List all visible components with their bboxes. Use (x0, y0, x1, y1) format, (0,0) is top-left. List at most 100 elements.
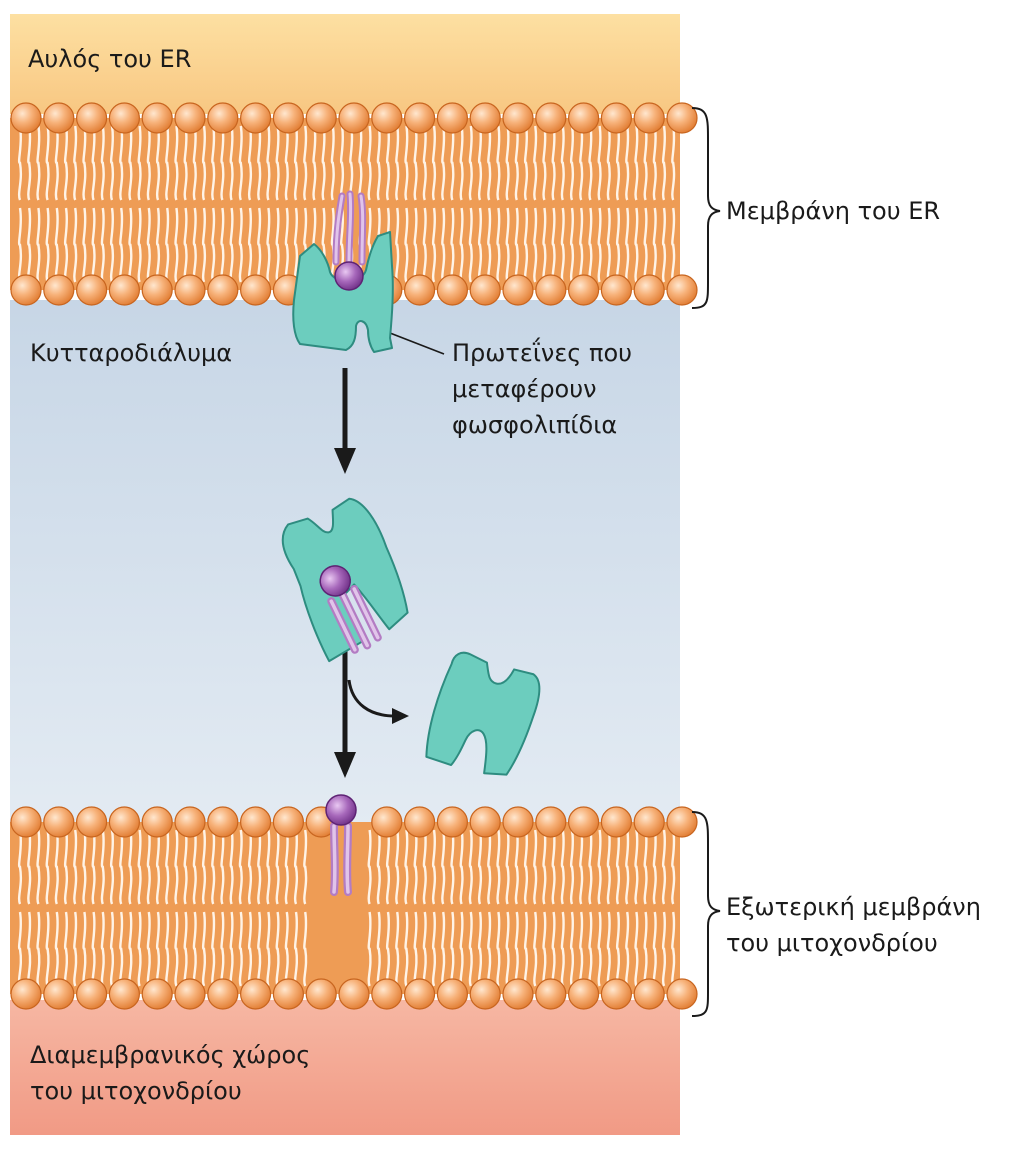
lipid-tail (303, 125, 308, 201)
lipid-tail (45, 911, 50, 987)
lipid-tail (569, 911, 575, 987)
lipid-tail (523, 911, 529, 987)
lipid-head (272, 102, 304, 134)
lipid-tail (238, 829, 243, 905)
lipid-tail (192, 829, 197, 905)
lipid-tail (174, 911, 179, 987)
lipid-tail (385, 125, 391, 201)
lipid-tail (100, 911, 105, 987)
lipid-tail (514, 207, 519, 283)
lipid-tail (293, 207, 299, 283)
lipid-tail (284, 829, 289, 905)
lipid-tail (128, 125, 133, 201)
lipid-tail (36, 911, 41, 987)
lipid-tail (146, 911, 151, 987)
lipid-head (141, 978, 173, 1010)
lipid-tail (183, 911, 188, 987)
lipid-tail (54, 125, 59, 201)
lipid-tail (533, 829, 538, 905)
lipid-head (567, 978, 600, 1010)
arrow-down-icon (334, 368, 356, 474)
lipid-tail (560, 911, 565, 987)
lipid-tail (63, 911, 69, 987)
lipid-tail (54, 207, 59, 283)
lipid-tail (211, 911, 216, 987)
lipid-head (108, 978, 141, 1010)
lipid-tail (431, 207, 437, 283)
lipid-head (633, 806, 665, 838)
lipid-tail (211, 207, 216, 283)
lipid-tail (514, 829, 519, 905)
mito-outer-membrane-bilayer (10, 794, 698, 1010)
lipid-head (10, 978, 42, 1010)
lipid-tail (137, 125, 142, 201)
lipid-tail (238, 911, 243, 987)
lipid-head (371, 978, 403, 1010)
lipid-tail (496, 911, 501, 987)
lipid-tail (109, 125, 115, 201)
lipid-tail (404, 125, 409, 201)
lipid-tail (192, 125, 197, 201)
lipid-tail (431, 125, 437, 201)
lipid-tail (266, 125, 271, 201)
lipid-tail (146, 207, 151, 283)
lipid-tail (45, 207, 50, 283)
lipid-tail (487, 125, 492, 201)
lipid-tail (211, 125, 216, 201)
lipid-head (633, 102, 665, 134)
lipid-head (10, 102, 42, 134)
intermembrane-space-label-line-2: του μιτοχονδρίου (30, 1077, 242, 1105)
intermembrane-space-label-line-1: Διαμεμβρανικός χώρος (30, 1041, 311, 1069)
lipid-tail (137, 829, 142, 905)
lipid-tail (247, 911, 253, 987)
lipid-tail (533, 911, 538, 987)
lipid-tail (625, 829, 630, 905)
lipid-tail (395, 207, 400, 283)
lipid-tail (615, 829, 621, 905)
lipid-tail (201, 911, 207, 987)
lipid-tail (560, 829, 565, 905)
lipid-tail (91, 125, 96, 201)
lipid-tail (441, 125, 446, 201)
lipid-tail (395, 911, 400, 987)
lipid-tail (597, 911, 602, 987)
lipid-tail (533, 125, 538, 201)
lipid-tail (376, 125, 381, 201)
phospholipid-head-carried (319, 565, 351, 597)
lipid-tail (551, 207, 556, 283)
lipid-tail (625, 911, 630, 987)
lipid-head (338, 978, 370, 1010)
lipid-tail (27, 911, 32, 987)
lipid-tail (413, 911, 418, 987)
lipid-head (272, 978, 304, 1010)
lipid-tail (597, 125, 602, 201)
lipid-head (141, 806, 173, 838)
lipid-head (666, 274, 698, 306)
lipid-tail (615, 125, 621, 201)
lipid-tail (588, 911, 593, 987)
lipid-head (666, 978, 698, 1010)
phospholipid-head-inserted (325, 794, 357, 826)
lipid-tail (523, 829, 529, 905)
lipid-tail (625, 125, 630, 201)
lipid-tail (303, 911, 308, 987)
lipid-tail (229, 911, 234, 987)
lipid-tail (441, 829, 446, 905)
lipid-tail (312, 125, 317, 201)
lipid-tail (63, 829, 69, 905)
lipid-tail (459, 911, 464, 987)
lipid-tail (91, 911, 96, 987)
lipid-tail (367, 829, 372, 905)
lipid-tail (477, 829, 483, 905)
lipid-tail (560, 207, 565, 283)
phospholipid-transfer-protein-docked (292, 190, 394, 353)
lipid-tail (579, 829, 584, 905)
lipid-tail (551, 829, 556, 905)
lipid-tail (128, 207, 133, 283)
lipid-tail (293, 911, 299, 987)
lipid-tail (247, 207, 253, 283)
lipid-head (666, 102, 698, 134)
lipid-tail (367, 911, 372, 987)
lipid-tail (505, 125, 510, 201)
lipid-head (75, 978, 108, 1010)
